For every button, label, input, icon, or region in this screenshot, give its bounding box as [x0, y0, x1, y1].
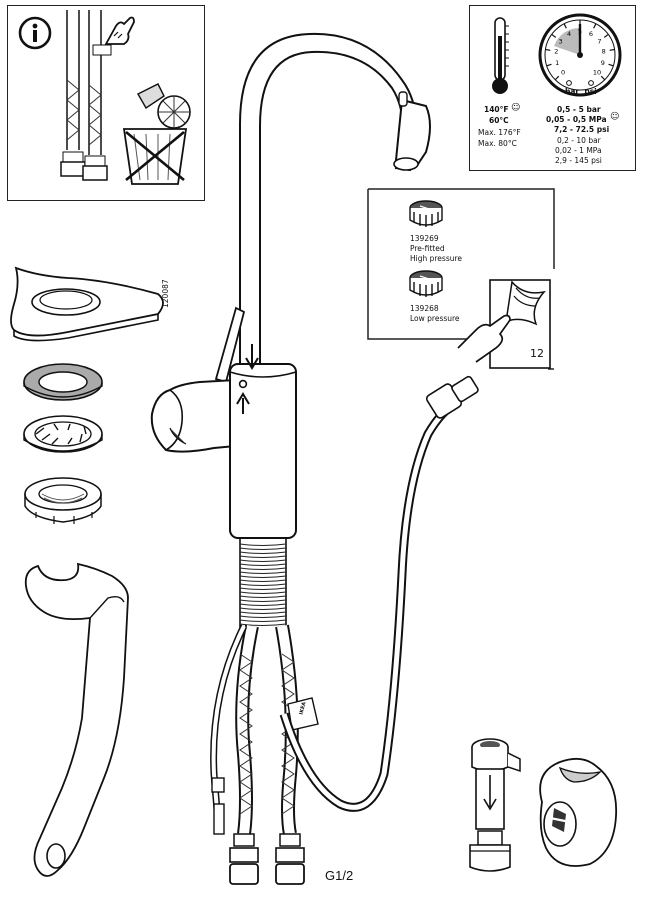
thread-size-label: G1/2	[325, 868, 354, 883]
gauge-tick-label: 8	[602, 48, 606, 56]
gauge-tick-label: 7	[597, 37, 601, 45]
spanner-tool-icon	[24, 562, 129, 877]
gauge-tick	[545, 48, 551, 51]
page-turn-icon	[457, 279, 551, 369]
part2-line1: Low pressure	[410, 314, 460, 323]
lock-ring-icon	[23, 415, 103, 453]
shank-thread	[239, 623, 287, 626]
gauge-tick-label: 6	[589, 30, 593, 38]
smile-icon: ☺	[610, 112, 620, 122]
shank-thread	[239, 583, 287, 586]
max-temperature-f: Max. 176°F	[478, 128, 521, 137]
page-ref-number: 12	[530, 347, 544, 360]
gauge-tick	[603, 33, 609, 38]
aerator-cover-icon	[539, 757, 618, 867]
shank-thread	[239, 575, 287, 578]
thermometer-icon	[492, 17, 509, 94]
gauge-tick	[563, 23, 567, 29]
shank-thread	[239, 543, 287, 546]
mounting-plate-icon	[10, 266, 164, 342]
pressure-mpa: 0,05 - 0,5 MPa	[546, 115, 607, 124]
part1-line1: Pre-fitted	[410, 244, 445, 253]
part1-line2: High pressure	[410, 254, 463, 263]
washer-icon	[23, 363, 103, 401]
range-mpa: 0,02 - 1 MPa	[555, 146, 602, 155]
aerator-low-pressure-icon	[409, 270, 443, 297]
temperature-f: 140°F	[484, 105, 509, 114]
gauge-tick	[546, 63, 552, 67]
shank-thread	[239, 615, 287, 618]
gauge-tick-label: 5	[578, 28, 582, 36]
gauge-tick	[609, 48, 615, 51]
range-psi: 2,9 - 145 psi	[555, 156, 602, 165]
gauge-units: bar psi	[565, 87, 597, 96]
check-valve-icon	[469, 738, 521, 872]
hand-touch-icon	[104, 16, 135, 45]
shank-thread	[239, 571, 287, 574]
shank-thread	[239, 591, 287, 594]
hose-illustration-icon	[60, 10, 112, 181]
pressure-psi: 7,2 - 72.5 psi	[554, 125, 610, 134]
shank-thread	[239, 607, 287, 610]
faucet-illustration	[150, 32, 479, 885]
max-temperature-c: Max. 80°C	[478, 139, 517, 148]
pressure-bar: 0,5 - 5 bar	[557, 105, 601, 114]
info-icon	[18, 16, 52, 50]
gauge-tick-label: 0	[561, 68, 565, 76]
shank-thread	[239, 603, 287, 606]
gauge-tick	[551, 33, 557, 38]
part1-number: 139269	[410, 234, 439, 243]
shank-thread	[239, 555, 287, 558]
gauge-tick	[600, 75, 606, 81]
gauge-tick-label: 4	[567, 30, 571, 38]
gauge-tick	[608, 63, 614, 67]
gauge-tick	[554, 75, 560, 81]
shank-thread	[239, 611, 287, 614]
shank-thread	[239, 547, 287, 550]
temperature-c: 60°C	[489, 116, 509, 125]
shank-thread	[239, 619, 287, 622]
range-bar: 0,2 - 10 bar	[557, 136, 601, 145]
shank-thread	[239, 567, 287, 570]
shank-thread	[239, 587, 287, 590]
smile-icon: ☺	[511, 103, 521, 113]
shank-thread	[239, 595, 287, 598]
aerator-high-pressure-icon	[409, 200, 443, 227]
shank-thread	[239, 579, 287, 582]
trash-crossed-icon	[122, 83, 191, 185]
shank-thread	[239, 563, 287, 566]
shank-thread	[239, 599, 287, 602]
part2-number: 139268	[410, 304, 439, 313]
shank-thread	[239, 559, 287, 562]
gauge-tick-label: 9	[601, 59, 605, 67]
gauge-tick-label: 2	[554, 48, 558, 56]
gauge-tick-label: 10	[593, 68, 601, 76]
gauge-tick-label: 3	[559, 37, 563, 45]
threaded-nut-icon	[24, 477, 102, 524]
gauge-tick-label: 1	[555, 59, 559, 67]
gauge-tick	[593, 23, 597, 29]
aerator-panel-frame	[367, 188, 555, 370]
shank-thread	[239, 551, 287, 554]
